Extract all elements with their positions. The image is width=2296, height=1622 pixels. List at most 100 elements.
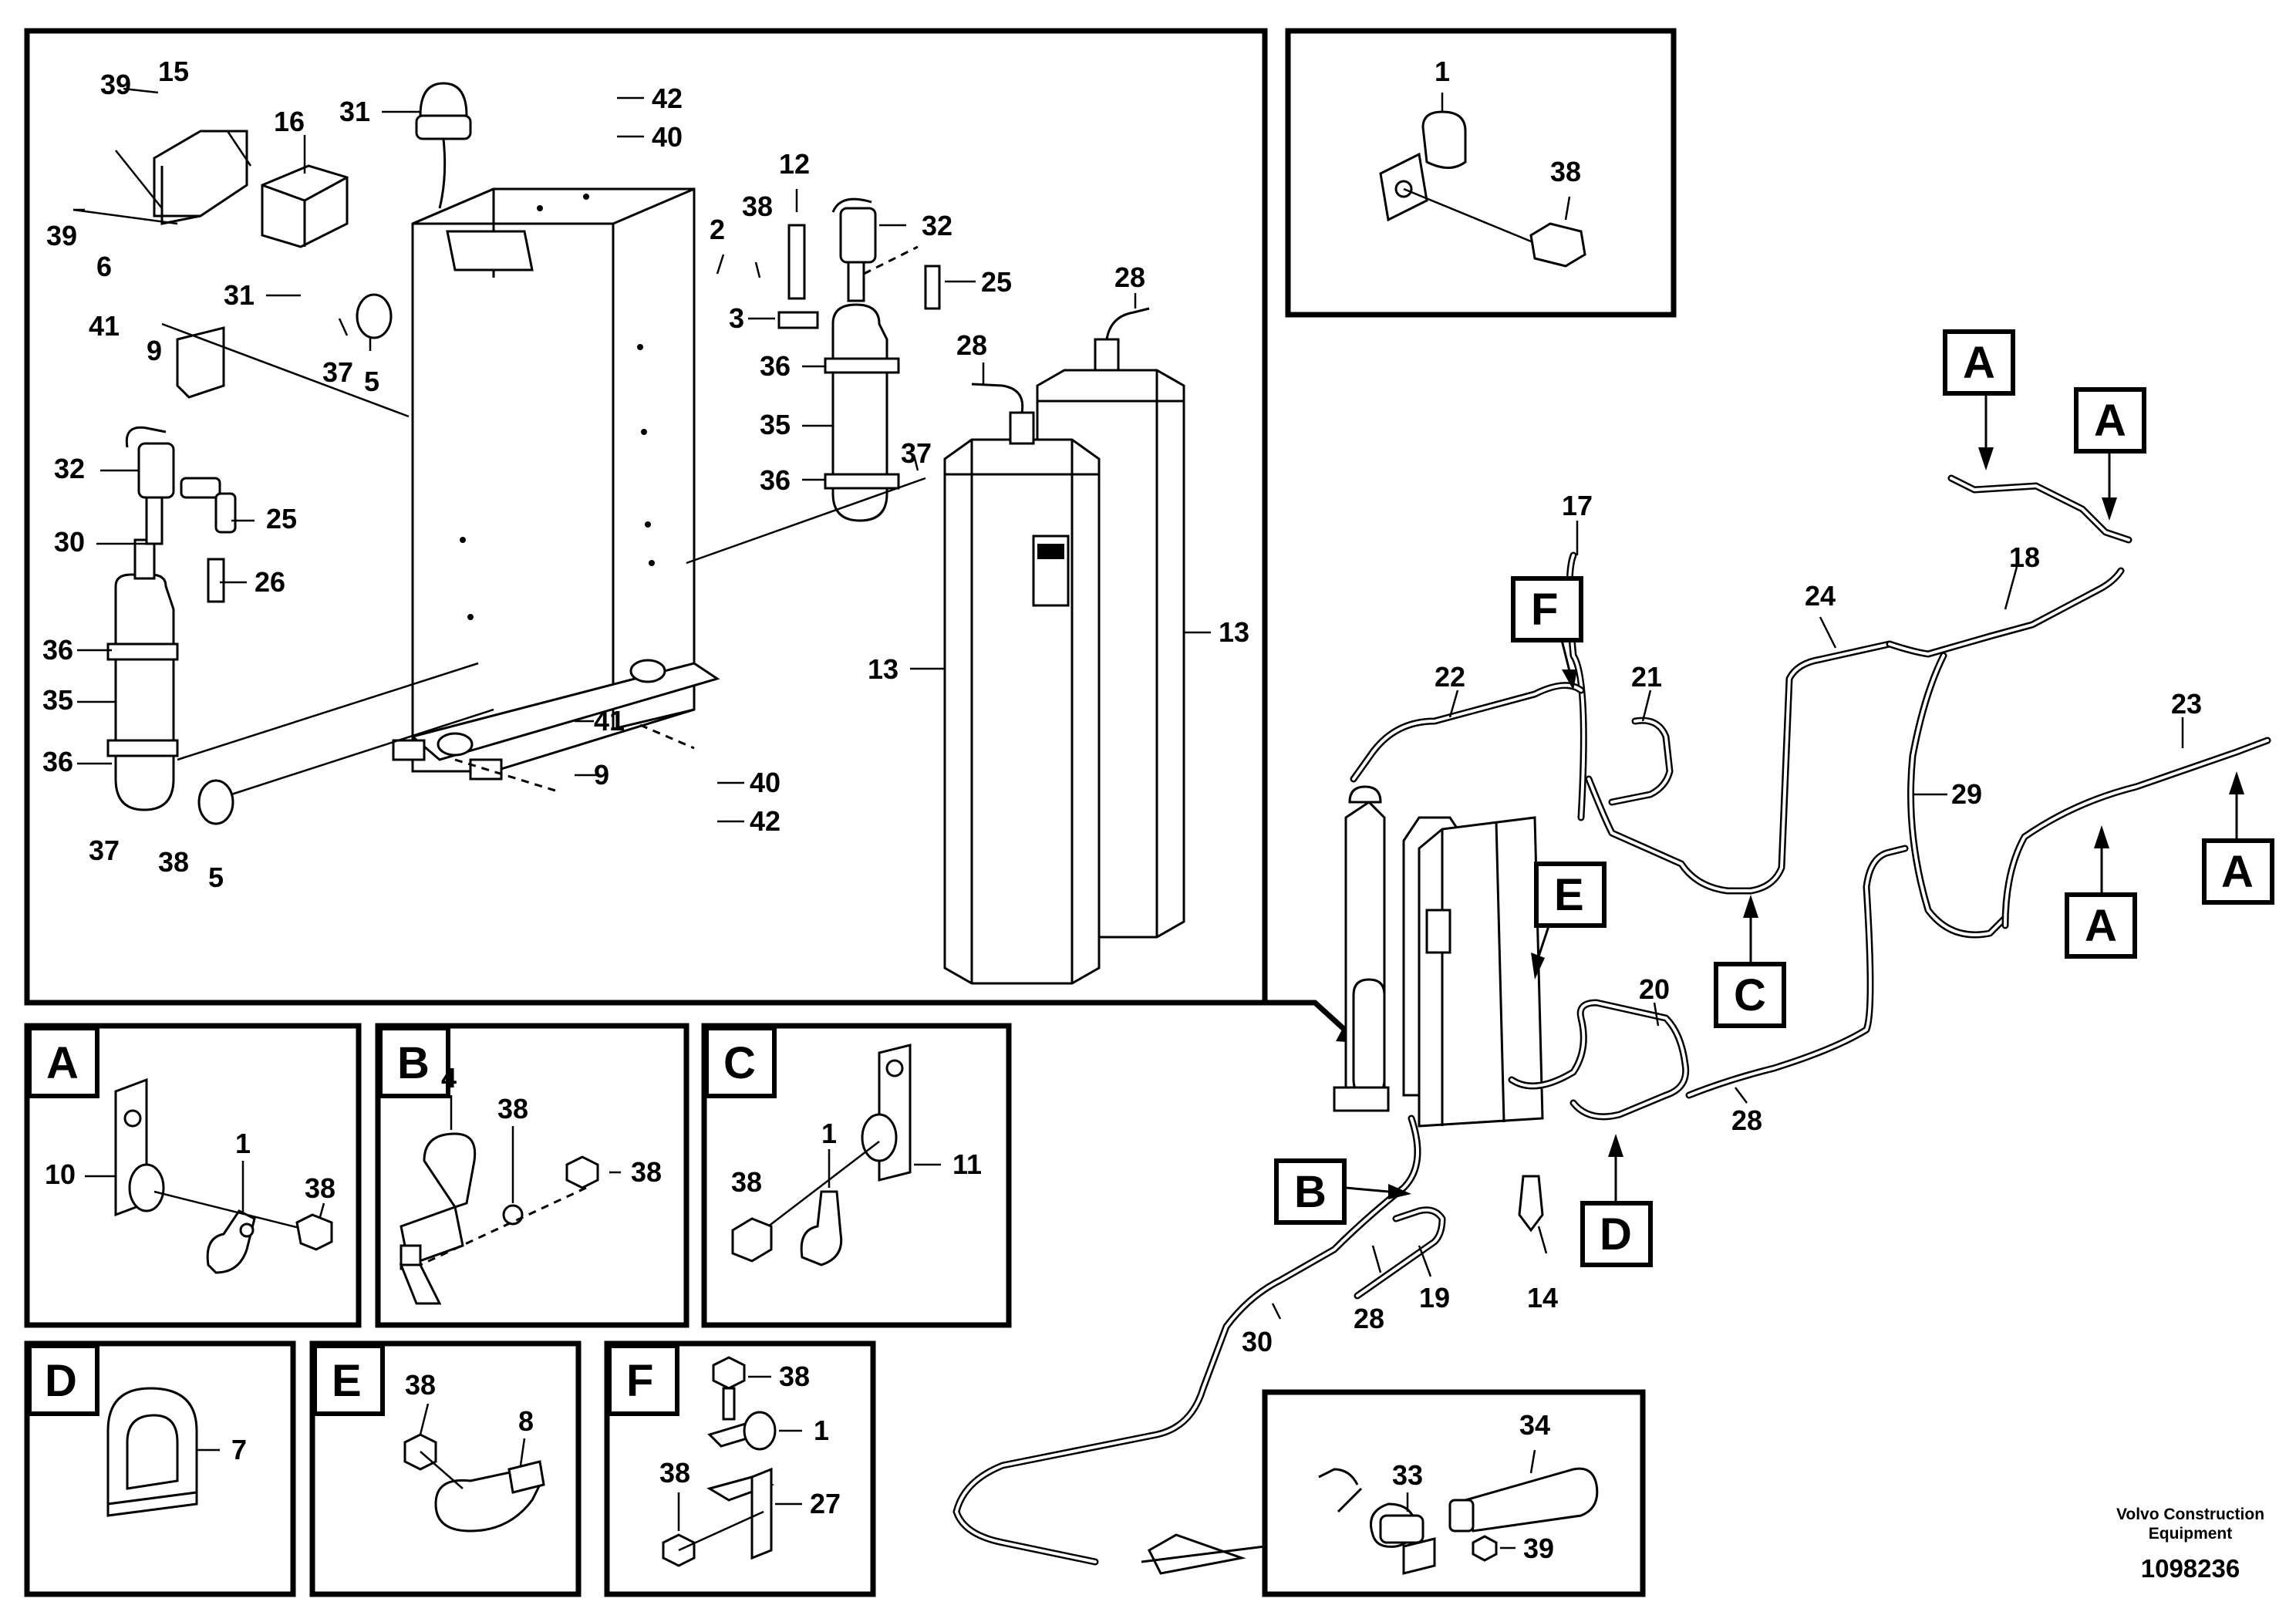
callout-22: 22 bbox=[1435, 661, 1465, 693]
callout-38: 38 bbox=[779, 1361, 810, 1392]
callout-4: 4 bbox=[441, 1062, 457, 1094]
callout-38: 38 bbox=[631, 1156, 662, 1188]
detail-nozzle-panel: 33 34 39 bbox=[1141, 1389, 1646, 1597]
callout-21: 21 bbox=[1631, 661, 1662, 693]
callout-28: 28 bbox=[1114, 261, 1145, 293]
tag-a: A bbox=[2085, 901, 2117, 951]
callout-28: 28 bbox=[956, 329, 987, 361]
clamp-5-lower bbox=[197, 779, 234, 825]
callout-31: 31 bbox=[224, 279, 255, 311]
callout-41: 41 bbox=[594, 705, 625, 737]
callout-36: 36 bbox=[42, 746, 73, 777]
company-name-line2: Equipment bbox=[2149, 1525, 2233, 1543]
callout-6: 6 bbox=[96, 251, 112, 282]
callout-11: 11 bbox=[952, 1148, 982, 1180]
callout-13: 13 bbox=[868, 653, 899, 685]
callout-42: 42 bbox=[652, 83, 683, 114]
detail-f-panel: F 38 1 27 38 bbox=[604, 1340, 876, 1597]
callout-32: 32 bbox=[54, 453, 85, 484]
callout-1: 1 bbox=[814, 1415, 829, 1446]
assembled-system: A A A A C D E F B bbox=[952, 329, 2274, 1566]
detail-clamp-panel: 1 38 bbox=[1285, 28, 1677, 318]
callout-38: 38 bbox=[405, 1369, 436, 1401]
callout-36: 36 bbox=[760, 350, 791, 382]
detail-e-letter: E bbox=[332, 1356, 362, 1406]
callout-19: 19 bbox=[1419, 1282, 1450, 1313]
callout-5: 5 bbox=[364, 366, 379, 397]
callout-12: 12 bbox=[779, 148, 810, 180]
callout-33: 33 bbox=[1392, 1459, 1423, 1491]
callout-30: 30 bbox=[1242, 1326, 1273, 1357]
callout-24: 24 bbox=[1805, 580, 1836, 612]
bracket-9 bbox=[176, 326, 225, 399]
company-name-line1: Volvo Construction bbox=[2116, 1506, 2264, 1523]
bracket-15 bbox=[153, 130, 248, 225]
callout-13: 13 bbox=[1219, 616, 1249, 648]
nozzle-14 bbox=[1518, 1175, 1544, 1233]
callout-39: 39 bbox=[46, 220, 77, 251]
callout-14: 14 bbox=[1527, 1282, 1558, 1313]
detail-e-panel: E 38 8 bbox=[309, 1340, 582, 1597]
callout-38: 38 bbox=[731, 1166, 762, 1198]
callout-9: 9 bbox=[594, 759, 609, 791]
main-view-leaders bbox=[72, 87, 1211, 823]
callout-36: 36 bbox=[760, 464, 791, 496]
tag-a: A bbox=[2094, 396, 2126, 446]
callout-20: 20 bbox=[1639, 973, 1670, 1005]
callout-23: 23 bbox=[2171, 688, 2202, 720]
callout-41: 41 bbox=[89, 310, 120, 342]
callout-1: 1 bbox=[235, 1128, 251, 1159]
control-unit-16 bbox=[261, 164, 349, 248]
callout-1: 1 bbox=[1435, 56, 1450, 87]
clamp-5-upper bbox=[356, 293, 393, 339]
callout-3: 3 bbox=[729, 302, 744, 334]
tag-f: F bbox=[1531, 585, 1558, 635]
callout-36: 36 bbox=[42, 634, 73, 666]
callout-2: 2 bbox=[710, 214, 725, 245]
detail-f-letter: F bbox=[626, 1356, 653, 1406]
callout-30: 30 bbox=[54, 526, 85, 558]
main-view-frame bbox=[24, 28, 1360, 1044]
callout-28: 28 bbox=[1354, 1303, 1384, 1334]
cylinder-13-front bbox=[943, 383, 1101, 985]
callout-27: 27 bbox=[810, 1488, 841, 1519]
tag-d: D bbox=[1600, 1209, 1632, 1259]
callout-16: 16 bbox=[274, 106, 305, 137]
drawing-number: 1098236 bbox=[2141, 1554, 2240, 1583]
callout-37: 37 bbox=[901, 437, 932, 469]
callout-34: 34 bbox=[1519, 1409, 1550, 1441]
callout-8: 8 bbox=[518, 1405, 534, 1437]
callout-37: 37 bbox=[89, 835, 120, 866]
callout-10: 10 bbox=[45, 1158, 76, 1190]
detail-c-letter: C bbox=[723, 1038, 756, 1088]
main-view-callouts: 39 15 16 31 42 40 39 6 31 41 9 37 5 32 2… bbox=[42, 56, 1249, 893]
callout-42: 42 bbox=[750, 805, 781, 837]
callout-35: 35 bbox=[42, 684, 73, 716]
callout-38: 38 bbox=[158, 846, 189, 878]
callout-39: 39 bbox=[1523, 1533, 1554, 1564]
callout-9: 9 bbox=[147, 335, 162, 366]
callout-26: 26 bbox=[255, 566, 285, 598]
detail-c-panel: C 38 1 11 bbox=[701, 1023, 1012, 1328]
detail-pointers bbox=[1345, 393, 2244, 1203]
valve-32-left bbox=[125, 426, 237, 603]
callout-15: 15 bbox=[158, 56, 189, 87]
callout-29: 29 bbox=[1951, 778, 1982, 810]
callout-37: 37 bbox=[322, 356, 353, 388]
detail-a-panel: A 10 1 38 bbox=[24, 1023, 362, 1328]
hose-25-upper bbox=[924, 265, 941, 310]
callout-38: 38 bbox=[305, 1172, 335, 1204]
callout-38: 38 bbox=[497, 1093, 528, 1125]
tag-a: A bbox=[2221, 847, 2254, 897]
extinguisher-bottle-right bbox=[777, 224, 900, 522]
callout-31: 31 bbox=[339, 96, 370, 127]
detail-b-panel: B 4 38 38 bbox=[375, 1023, 689, 1328]
callout-38: 38 bbox=[742, 191, 773, 222]
footer-block: Volvo Construction Equipment 1098236 bbox=[2116, 1506, 2264, 1583]
callout-25: 25 bbox=[266, 503, 297, 534]
callout-7: 7 bbox=[231, 1434, 247, 1465]
callout-38: 38 bbox=[1550, 156, 1581, 187]
valve-32-right bbox=[831, 197, 877, 302]
pipe-runs bbox=[952, 474, 2271, 1566]
